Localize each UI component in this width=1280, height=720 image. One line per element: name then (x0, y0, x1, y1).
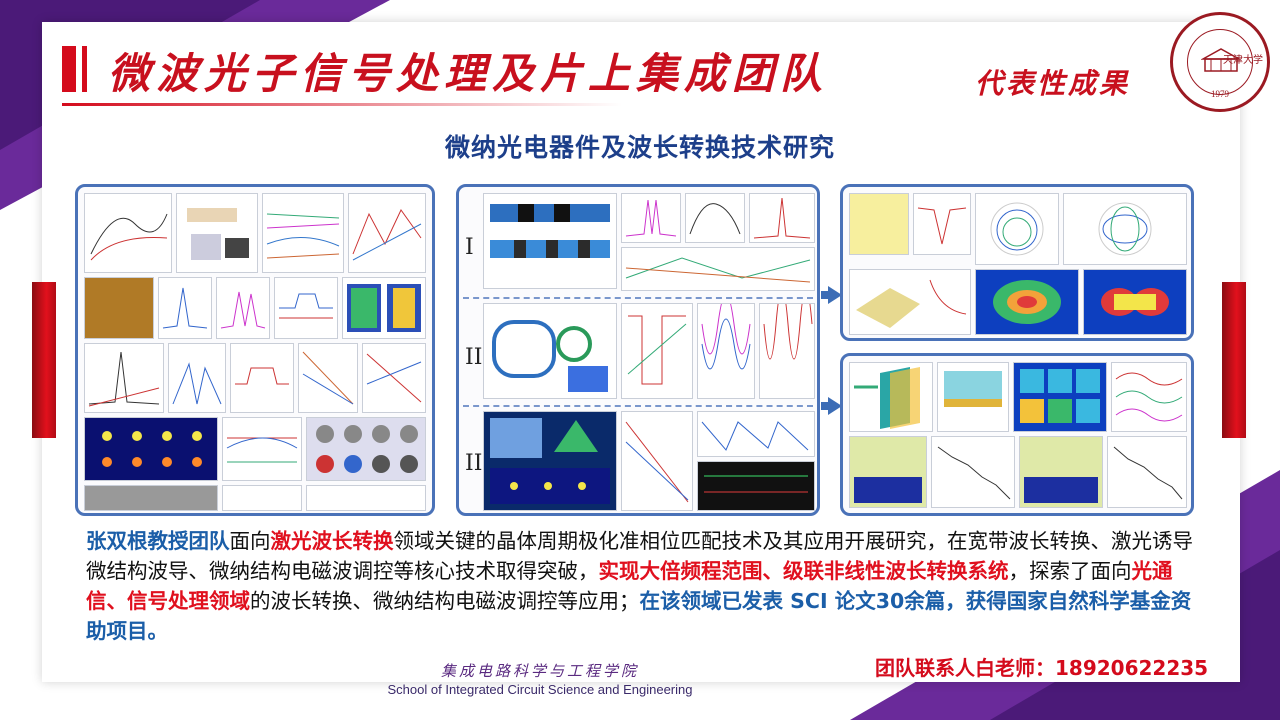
figure-thumbnail (697, 461, 815, 511)
figure-thumbnail (306, 417, 426, 481)
figure-thumbnail (975, 193, 1059, 265)
row-divider (463, 297, 813, 299)
figure-thumbnail (158, 277, 212, 339)
title-accent-bar-thin (82, 46, 87, 92)
figure-panel-left (75, 184, 435, 516)
figure-thumbnail (84, 343, 164, 413)
figure-thumbnail (362, 343, 426, 413)
figure-thumbnail (849, 193, 909, 255)
right-side-bar (1222, 282, 1246, 438)
figure-thumbnail (1107, 436, 1187, 508)
description-paragraph: 张双根教授团队面向激光波长转换领域关键的晶体周期极化准相位匹配技术及其应用开展研… (86, 526, 1196, 646)
figure-thumbnail (621, 193, 681, 243)
figure-thumbnail (937, 362, 1009, 432)
figure-thumbnail (621, 303, 693, 399)
figure-thumbnail (849, 362, 933, 432)
figure-thumbnail (306, 485, 426, 511)
seal-building-icon (1201, 48, 1241, 72)
row-label-1: I (465, 235, 474, 260)
arrow-right-icon (828, 286, 842, 304)
contact-info: 团队联系人白老师：18920622235 (875, 656, 1209, 680)
figure-thumbnail (1111, 362, 1187, 432)
university-seal-logo: 天津大学 1979 (1170, 12, 1270, 112)
figure-thumbnail (849, 269, 971, 335)
figure-thumbnail (84, 485, 218, 511)
seal-name: 天津大学 (1223, 55, 1263, 66)
figure-thumbnail (975, 269, 1079, 335)
highlight-application: 光通信、信号处理领域 (86, 559, 1173, 613)
figure-thumbnail (697, 293, 755, 399)
highlight-achievement: 实现大倍频程范围、级联非线性波长转换系统 (598, 559, 1009, 583)
description-text: ，探索了面向 (1008, 559, 1132, 583)
figure-thumbnail (621, 247, 815, 291)
arrow-right-icon (828, 397, 842, 415)
seal-inner-ring (1187, 29, 1253, 95)
figure-thumbnail (931, 436, 1015, 508)
figure-thumbnail (348, 193, 426, 273)
left-side-bar (32, 282, 56, 438)
figure-thumbnail (483, 303, 617, 399)
figure-thumbnail (274, 277, 338, 339)
row-label-2: II (465, 345, 483, 370)
description-text: 领域关键的晶体周期极化准相位匹配技术及其应用开展研究，在宽带波长转换、激光诱导微… (86, 529, 1193, 583)
team-name: 张双根教授团队 (86, 529, 230, 553)
results-label: 代表性成果 (975, 67, 1131, 100)
title-accent-bar (62, 46, 76, 92)
figure-thumbnail (342, 277, 426, 339)
figure-thumbnail (216, 277, 270, 339)
description-text: 的波长转换、微纳结构电磁波调控等应用； (250, 589, 640, 613)
figure-thumbnail (759, 288, 815, 399)
row-divider (463, 405, 813, 407)
arrow-icon-stem (821, 291, 829, 299)
figure-panel-right-bottom (840, 353, 1194, 516)
figure-thumbnail (298, 343, 358, 413)
figure-thumbnail (176, 193, 258, 273)
figure-thumbnail (849, 436, 927, 508)
highlight-publications: 在该领域已发表 SCI 论文30余篇，获得国家自然科学基金资助项目。 (86, 589, 1192, 643)
description-text: 面向 (229, 529, 271, 553)
school-name-cn: 集成电路科学与工程学院 (440, 662, 639, 680)
figure-thumbnail (621, 411, 693, 511)
figure-thumbnail (262, 193, 344, 273)
figure-thumbnail (230, 343, 294, 413)
section-subtitle: 微纳光电器件及波长转换技术研究 (444, 133, 835, 162)
figure-thumbnail (685, 193, 745, 243)
figure-thumbnail (222, 485, 302, 511)
figure-thumbnail (1013, 362, 1107, 432)
figure-thumbnail (84, 277, 154, 339)
arrow-icon-stem (821, 402, 829, 410)
seal-year: 1979 (1211, 89, 1229, 99)
school-name-en: School of Integrated Circuit Science and… (387, 682, 693, 697)
figure-thumbnail (1083, 269, 1187, 335)
page-title: 微波光子信号处理及片上集成团队 (108, 49, 829, 98)
title-underline (62, 103, 622, 106)
figure-thumbnail (84, 417, 218, 481)
figure-thumbnail (913, 193, 971, 255)
figure-thumbnail (222, 417, 302, 481)
figure-thumbnail (1019, 436, 1103, 508)
figure-thumbnail (697, 411, 815, 457)
figure-thumbnail (483, 411, 617, 511)
figure-panel-right-top (840, 184, 1194, 341)
figure-thumbnail (84, 193, 172, 273)
highlight-laser: 激光波长转换 (270, 529, 394, 553)
figure-panel-center: I II III (456, 184, 820, 516)
figure-thumbnail (168, 343, 226, 413)
figure-thumbnail (1063, 193, 1187, 265)
figure-thumbnail (483, 193, 617, 289)
figure-thumbnail (749, 193, 815, 243)
